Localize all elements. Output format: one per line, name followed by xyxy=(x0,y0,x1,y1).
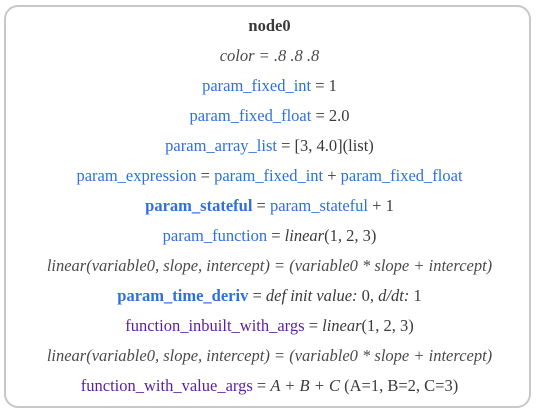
param-stateful-row: param_stateful = param_stateful + 1 xyxy=(0,196,539,216)
param-function-func: linear xyxy=(284,226,325,245)
param-fixed-float-name: param_fixed_float xyxy=(189,106,312,125)
param-stateful-ref: param_stateful xyxy=(269,196,369,215)
param-time-deriv-ddt: d/dt: xyxy=(378,286,414,305)
param-time-deriv-init: 0 xyxy=(361,286,370,305)
param-fixed-int-value: = 1 xyxy=(311,76,337,95)
param-array-list-row: param_array_list = [3, 4.0](list) xyxy=(0,136,539,156)
node-title: node0 xyxy=(248,16,291,35)
param-expression-plus: + xyxy=(323,166,341,185)
function-inbuilt-row: function_inbuilt_with_args = linear(1, 2… xyxy=(0,316,539,336)
param-time-deriv-name: param_time_deriv xyxy=(117,286,249,305)
function-inbuilt-func: linear xyxy=(322,316,362,335)
param-expression-row: param_expression = param_fixed_int + par… xyxy=(0,166,539,186)
param-function-name: param_function xyxy=(162,226,268,245)
function-inbuilt-eq: = xyxy=(304,316,323,335)
param-expression-name: param_expression xyxy=(76,166,197,185)
param-function-eq: = xyxy=(267,226,285,245)
param-function-row: param_function = linear(1, 2, 3) xyxy=(0,226,539,246)
param-expression-eq: = xyxy=(196,166,215,185)
param-fixed-int-name: param_fixed_int xyxy=(202,76,312,95)
param-fixed-float-value: = 2.0 xyxy=(311,106,350,125)
function-with-value-args-args: (A=1, B=2, C=3) xyxy=(339,376,459,395)
linear-definition-2: linear(variable0, slope, intercept) = (v… xyxy=(46,346,493,365)
linear-definition-1: linear(variable0, slope, intercept) = (v… xyxy=(46,256,493,275)
node-box[interactable] xyxy=(4,5,531,408)
param-time-deriv-eq: = xyxy=(248,286,266,305)
param-array-list-name: param_array_list xyxy=(165,136,277,155)
param-expression-ref1: param_fixed_int xyxy=(214,166,324,185)
param-stateful-rest: + 1 xyxy=(368,196,394,215)
function-inbuilt-name: function_inbuilt_with_args xyxy=(125,316,305,335)
param-expression-ref2: param_fixed_float xyxy=(340,166,463,185)
param-stateful-name: param_stateful xyxy=(145,196,253,215)
param-time-deriv-sep: , xyxy=(369,286,379,305)
param-time-deriv-row: param_time_deriv = def init value: 0, d/… xyxy=(0,286,539,306)
function-with-value-args-name: function_with_value_args xyxy=(80,376,253,395)
param-time-deriv-rate: 1 xyxy=(413,286,422,305)
param-time-deriv-def: def init value: xyxy=(265,286,362,305)
function-inbuilt-args: (1, 2, 3) xyxy=(361,316,414,335)
color-line: color = .8 .8 .8 xyxy=(219,46,320,65)
param-function-args: (1, 2, 3) xyxy=(324,226,377,245)
param-stateful-eq: = xyxy=(252,196,270,215)
param-array-list-value: = [3, 4.0](list) xyxy=(276,136,374,155)
function-with-value-args-expr: A + B + C xyxy=(270,376,340,395)
function-with-value-args-row: function_with_value_args = A + B + C (A=… xyxy=(0,376,539,396)
function-with-value-args-eq: = xyxy=(252,376,271,395)
param-fixed-int-row: param_fixed_int = 1 xyxy=(0,76,539,96)
param-fixed-float-row: param_fixed_float = 2.0 xyxy=(0,106,539,126)
